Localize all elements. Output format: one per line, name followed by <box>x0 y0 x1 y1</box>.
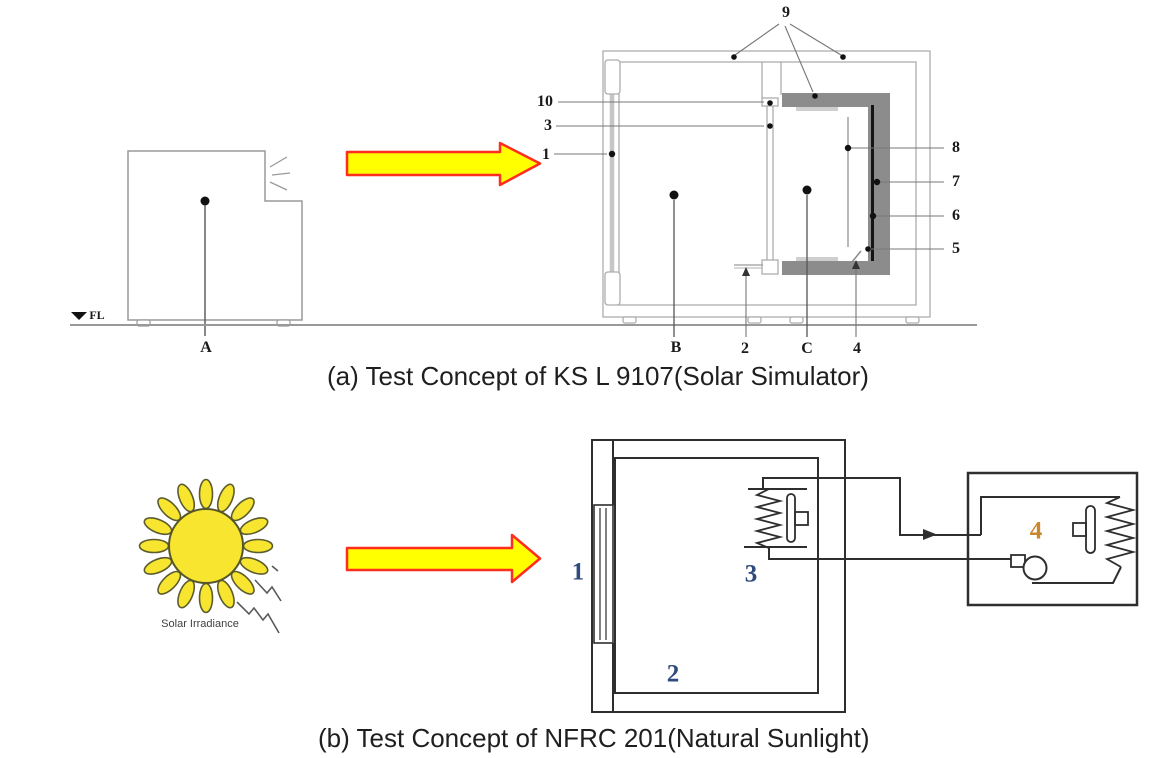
label-1: 1 <box>542 146 550 163</box>
outdoor-coil <box>1103 496 1137 568</box>
label-B: B <box>670 339 682 356</box>
compressor-icon <box>1022 555 1048 581</box>
indoor-coil <box>744 488 809 549</box>
label-10: 10 <box>537 93 553 110</box>
label-b-3: 3 <box>744 560 758 588</box>
label-4: 4 <box>853 340 861 357</box>
label-b-2: 2 <box>666 660 680 688</box>
floor-level-triangle-icon <box>71 312 87 320</box>
leader-lines-a <box>554 23 944 337</box>
floor-line <box>70 312 977 326</box>
caption-panel-b: (b) Test Concept of NFRC 201(Natural Sun… <box>318 723 870 753</box>
lamp-center-dot <box>200 196 210 206</box>
opening-slash <box>851 250 862 263</box>
label-b-1: 1 <box>571 558 585 586</box>
solar-simulator-unit <box>127 150 303 336</box>
panel-b-diagram <box>138 439 1139 713</box>
measure-points <box>669 185 812 337</box>
label-2: 2 <box>741 340 749 357</box>
sun-caption: Solar Irradiance <box>161 618 239 630</box>
outdoor-unit <box>966 471 1139 607</box>
pipe-return <box>768 547 1011 560</box>
label-3: 3 <box>544 117 552 134</box>
sun-icon <box>138 478 274 614</box>
caption-panel-a: (a) Test Concept of KS L 9107(Solar Simu… <box>327 361 869 391</box>
lamp-rays-icon <box>269 156 291 191</box>
label-6: 6 <box>952 207 960 224</box>
label-C: C <box>801 340 813 357</box>
chamber-b <box>591 439 1011 713</box>
test-chamber-a <box>602 50 931 324</box>
panel-a-diagram <box>70 23 977 337</box>
label-5: 5 <box>952 240 960 257</box>
refrigerant-arrow-icon <box>923 529 937 540</box>
flow-arrow-b-icon <box>345 533 542 584</box>
flow-arrow-a-icon <box>345 141 542 187</box>
label-b-4: 4 <box>1029 517 1043 545</box>
platform <box>734 264 763 269</box>
irradiance-zigzag-icons <box>236 565 282 634</box>
label-7: 7 <box>952 173 960 190</box>
glazing-slot <box>593 504 614 644</box>
label-8: 8 <box>952 139 960 156</box>
metering-box <box>782 93 890 275</box>
label-floor-level: FL <box>89 308 105 322</box>
label-9: 9 <box>782 4 790 21</box>
label-A: A <box>200 339 212 356</box>
